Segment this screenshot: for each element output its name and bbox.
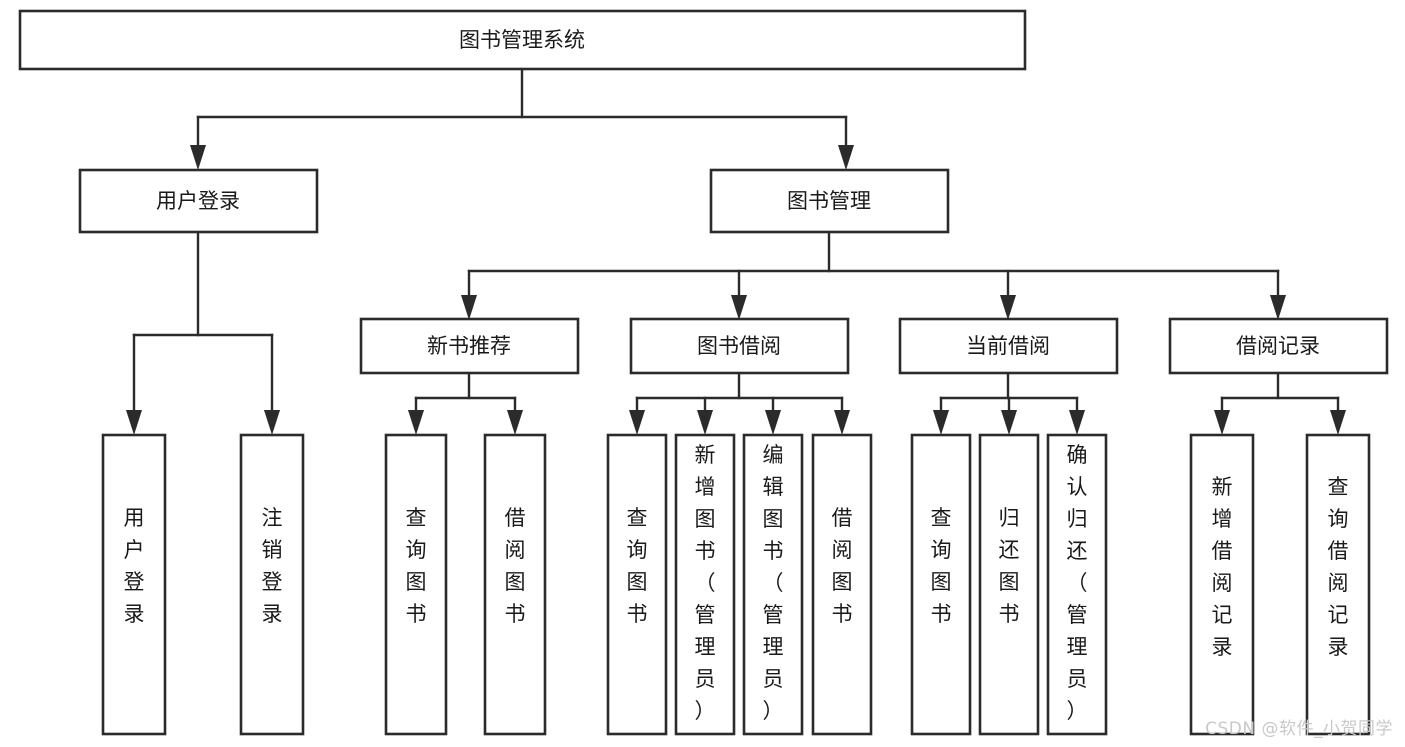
connector-current-borrow-to-leaves [933,371,1085,435]
arrow-head-leaf-user-login [126,410,142,435]
node-leaf-return-book[interactable]: 归还图书 [978,433,1040,736]
node-book-manage[interactable]: 图书管理 [709,168,950,234]
connector-book-borrow-to-leaves [629,371,850,435]
arrow-head-leaf-confirm-return [1069,410,1085,435]
node-leaf-confirm-return[interactable]: 确认归还（管理员） [1046,433,1108,736]
node-leaf-add-record[interactable]: 新增借阅记录 [1189,433,1255,736]
node-leaf-add-record-label: 新增借阅记录 [1212,475,1233,659]
node-current-borrow-label: 当前借阅 [966,334,1050,358]
node-user-login[interactable]: 用户登录 [78,168,319,234]
node-leaf-user-login-label: 用户登录 [124,506,145,626]
node-leaf-logout-box[interactable] [239,433,305,736]
node-book-borrow-box[interactable] [629,317,850,375]
node-user-login-label: 用户登录 [156,189,240,213]
node-leaf-add-book-label: 新增图书（管理员） [695,443,716,723]
node-root[interactable]: 图书管理系统 [18,9,1027,71]
node-book-manage-box[interactable] [709,168,950,234]
node-root-box[interactable] [18,9,1027,71]
node-leaf-borrow-book-2-label: 借阅图书 [832,506,853,626]
arrow-head-leaf-logout [264,410,280,435]
arrow-head-borrow-record [1270,295,1286,320]
connector-user-login-to-leaves [126,230,280,435]
node-leaf-user-login[interactable]: 用户登录 [101,433,167,736]
node-leaf-query-record-label: 查询借阅记录 [1328,475,1349,659]
node-leaf-query-book-1-label: 查询图书 [406,506,427,626]
node-new-book-rec[interactable]: 新书推荐 [359,317,580,375]
arrow-head-leaf-edit-book [765,410,781,435]
arrow-head-leaf-borrow-book-2 [834,410,850,435]
arrow-head-leaf-add-book [697,410,713,435]
node-leaf-query-record[interactable]: 查询借阅记录 [1305,433,1371,736]
node-leaf-logout[interactable]: 注销登录 [239,433,305,736]
node-leaf-confirm-return-box[interactable] [1046,433,1108,736]
node-leaf-return-book-label: 归还图书 [999,506,1020,626]
node-borrow-record[interactable]: 借阅记录 [1168,317,1389,375]
arrow-head-book-borrow [731,295,747,320]
node-leaf-add-record-box[interactable] [1189,433,1255,736]
node-leaf-borrow-book-1-label: 借阅图书 [505,506,526,626]
node-borrow-record-box[interactable] [1168,317,1389,375]
node-current-borrow[interactable]: 当前借阅 [898,317,1119,375]
node-leaf-query-book-2[interactable]: 查询图书 [606,433,668,736]
arrow-head-leaf-borrow-book-1 [507,410,523,435]
node-leaf-logout-label: 注销登录 [262,506,283,626]
node-book-borrow[interactable]: 图书借阅 [629,317,850,375]
node-leaf-query-book-3-box[interactable] [910,433,972,736]
arrow-head-leaf-query-book-2 [629,410,645,435]
node-leaf-edit-book-box[interactable] [742,433,804,736]
node-leaf-borrow-book-1[interactable]: 借阅图书 [483,433,547,736]
connector-book-manage-to-level3 [461,230,1286,320]
node-leaf-borrow-book-1-box[interactable] [483,433,547,736]
node-leaf-query-book-3[interactable]: 查询图书 [910,433,972,736]
node-leaf-query-book-3-label: 查询图书 [931,506,952,626]
node-leaf-borrow-book-2-box[interactable] [811,433,873,736]
node-user-login-box[interactable] [78,168,319,234]
arrow-head-current-borrow [1000,295,1016,320]
node-leaf-confirm-return-label: 确认归还（管理员） [1067,443,1088,723]
node-leaf-query-book-2-label: 查询图书 [627,506,648,626]
node-leaf-edit-book[interactable]: 编辑图书（管理员） [742,433,804,736]
arrow-head-leaf-query-book-1 [408,410,424,435]
node-leaf-query-book-1[interactable]: 查询图书 [384,433,448,736]
node-new-book-rec-label: 新书推荐 [427,334,511,358]
node-current-borrow-box[interactable] [898,317,1119,375]
connector-root-to-level2 [190,67,854,170]
node-leaf-query-book-1-box[interactable] [384,433,448,736]
arrow-head-leaf-query-book-3 [933,410,949,435]
arrow-head-new-book-rec [461,295,477,320]
node-leaf-edit-book-label: 编辑图书（管理员） [763,443,784,723]
arrow-head-leaf-query-record [1330,410,1346,435]
node-leaf-borrow-book-2[interactable]: 借阅图书 [811,433,873,736]
arrow-head-leaf-add-record [1214,410,1230,435]
node-root-label: 图书管理系统 [459,28,585,52]
node-leaf-query-book-2-box[interactable] [606,433,668,736]
arrow-head-user-login [190,145,206,170]
node-leaf-add-book[interactable]: 新增图书（管理员） [674,433,736,736]
node-leaf-add-book-box[interactable] [674,433,736,736]
connector-borrow-record-to-leaves [1214,371,1346,435]
connector-new-book-rec-to-leaves [408,371,523,435]
node-borrow-record-label: 借阅记录 [1236,334,1320,358]
node-leaf-query-record-box[interactable] [1305,433,1371,736]
arrow-head-book-manage [838,145,854,170]
node-leaf-return-book-box[interactable] [978,433,1040,736]
arrow-head-leaf-return-book [1001,410,1017,435]
node-new-book-rec-box[interactable] [359,317,580,375]
node-leaf-user-login-box[interactable] [101,433,167,736]
node-book-manage-label: 图书管理 [787,189,871,213]
node-book-borrow-label: 图书借阅 [697,334,781,358]
